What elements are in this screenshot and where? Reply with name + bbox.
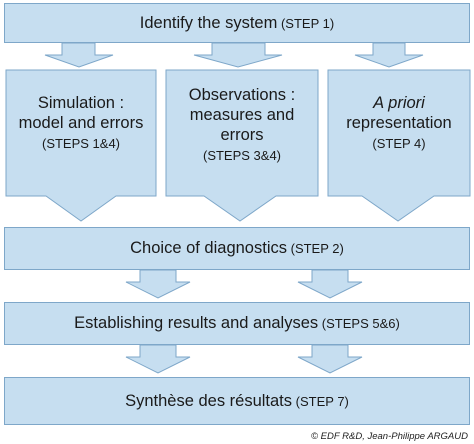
step1-tag: STEP 1: [285, 15, 330, 31]
observations-tag: (STEPS 3&4): [202, 148, 282, 163]
observations-text: Observations : measures and errors (STEP…: [166, 85, 318, 166]
observations-title: Observations :: [188, 86, 296, 104]
simulation-subtitle: model and errors: [18, 114, 144, 132]
apriori-tag: (STEP 4): [372, 136, 426, 151]
step1-box: Identify the system (STEP 1): [4, 3, 470, 43]
apriori-title: A priori: [373, 94, 425, 112]
apriori-text: A priori representation (STEP 4): [328, 93, 470, 154]
diagnostics-box: Choice of diagnostics (STEP 2): [4, 227, 470, 270]
results-tag: STEPS 5&6: [326, 316, 396, 331]
results-box: Establishing results and analyses (STEPS…: [4, 302, 470, 345]
copyright-credit: © EDF R&D, Jean-Philippe ARGAUD: [311, 431, 468, 442]
simulation-tag: (STEPS 1&4): [41, 136, 121, 151]
diagnostics-tag: STEP 2: [294, 241, 340, 256]
synthese-label: Synthèse des résultats: [125, 391, 293, 410]
synthese-tag: STEP 7: [299, 393, 345, 409]
synthese-box: Synthèse des résultats (STEP 7): [4, 377, 470, 425]
results-label: Establishing results and analyses: [74, 314, 319, 332]
diagnostics-label: Choice of diagnostics: [130, 239, 287, 257]
simulation-text: Simulation : model and errors (STEPS 1&4…: [6, 93, 156, 154]
simulation-title: Simulation :: [37, 94, 125, 112]
step1-label: Identify the system: [139, 13, 278, 32]
